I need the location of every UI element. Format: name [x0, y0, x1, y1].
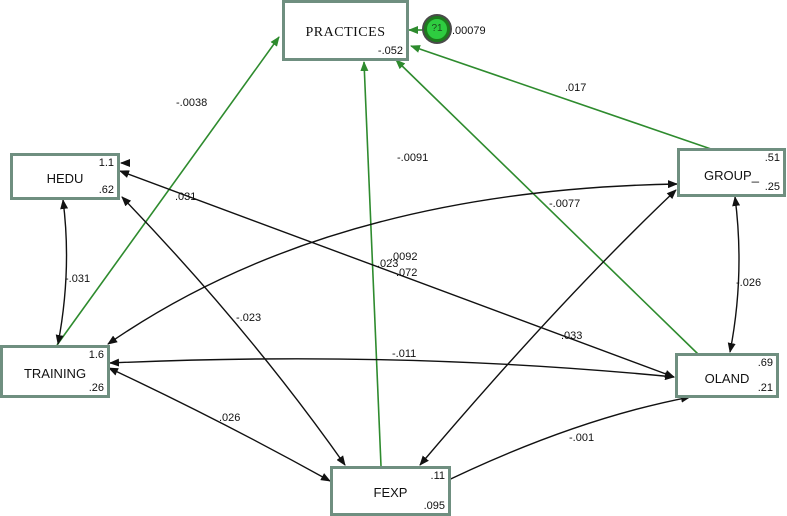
label-oland-fexp: -.001 [569, 432, 595, 444]
node-training-mean: 1.6 [88, 349, 104, 361]
cov-group-oland [727, 196, 741, 353]
node-oland-variance: .21 [757, 382, 773, 394]
error-term-circle[interactable]: ?1 [424, 16, 450, 42]
cov-training-fexp [108, 367, 331, 482]
label-training-fexp: .026 [219, 412, 241, 424]
cov-training-oland [109, 358, 675, 381]
error-term-variance: .00079 [452, 25, 486, 37]
cov-hedu-training [55, 199, 69, 345]
label-training-group: .0092 [390, 251, 418, 263]
label-training-oland: -.011 [392, 348, 417, 360]
node-practices-label: PRACTICES [305, 25, 386, 40]
cov-hedu-fexp [121, 196, 346, 466]
node-oland[interactable]: OLAND .69 .21 [675, 353, 779, 398]
node-hedu-mean: 1.1 [98, 157, 114, 169]
node-fexp[interactable]: FEXP .11 .095 [330, 466, 451, 516]
label-training-practices: -.0038 [176, 97, 208, 109]
label-fexp-group-secondary: .072 [396, 267, 418, 279]
label-oland-hedu-secondary: .033 [561, 330, 583, 342]
node-training[interactable]: TRAINING 1.6 .26 [0, 345, 110, 398]
cov-oland-fexp [431, 394, 691, 489]
label-group-fexp: .023 [377, 258, 399, 270]
cov-training-group [107, 180, 678, 345]
node-group-label: GROUP_ [704, 168, 759, 183]
node-fexp-label: FEXP [373, 485, 408, 500]
node-training-label: TRAINING [23, 366, 87, 381]
label-fexp-practices: -.0091 [397, 152, 429, 164]
path-group-practices [410, 45, 712, 150]
node-training-variance: .26 [88, 382, 104, 394]
node-hedu-label: HEDU [46, 171, 84, 186]
node-practices[interactable]: PRACTICES -.052 [282, 0, 409, 61]
label-group-oland: -.026 [736, 277, 762, 289]
node-group[interactable]: GROUP_ .51 .25 [677, 148, 786, 197]
node-oland-label: OLAND [704, 371, 750, 386]
node-hedu-variance: .62 [98, 184, 114, 196]
node-hedu[interactable]: HEDU 1.1 .62 [10, 153, 120, 200]
label-oland-practices: -.0077 [549, 198, 581, 210]
cov-group-fexp [419, 189, 677, 466]
label-group-practices: .017 [565, 82, 587, 94]
node-fexp-variance: .095 [423, 500, 445, 512]
node-practices-value: -.052 [377, 45, 403, 57]
node-fexp-mean: .11 [430, 470, 445, 482]
node-group-variance: .25 [764, 181, 780, 193]
node-oland-mean: .69 [757, 357, 773, 369]
label-hedu-training: -.031 [65, 273, 91, 285]
label-hedu-oland: .031 [175, 191, 197, 203]
node-group-mean: .51 [764, 152, 780, 164]
label-hedu-fexp: -.023 [236, 312, 262, 324]
